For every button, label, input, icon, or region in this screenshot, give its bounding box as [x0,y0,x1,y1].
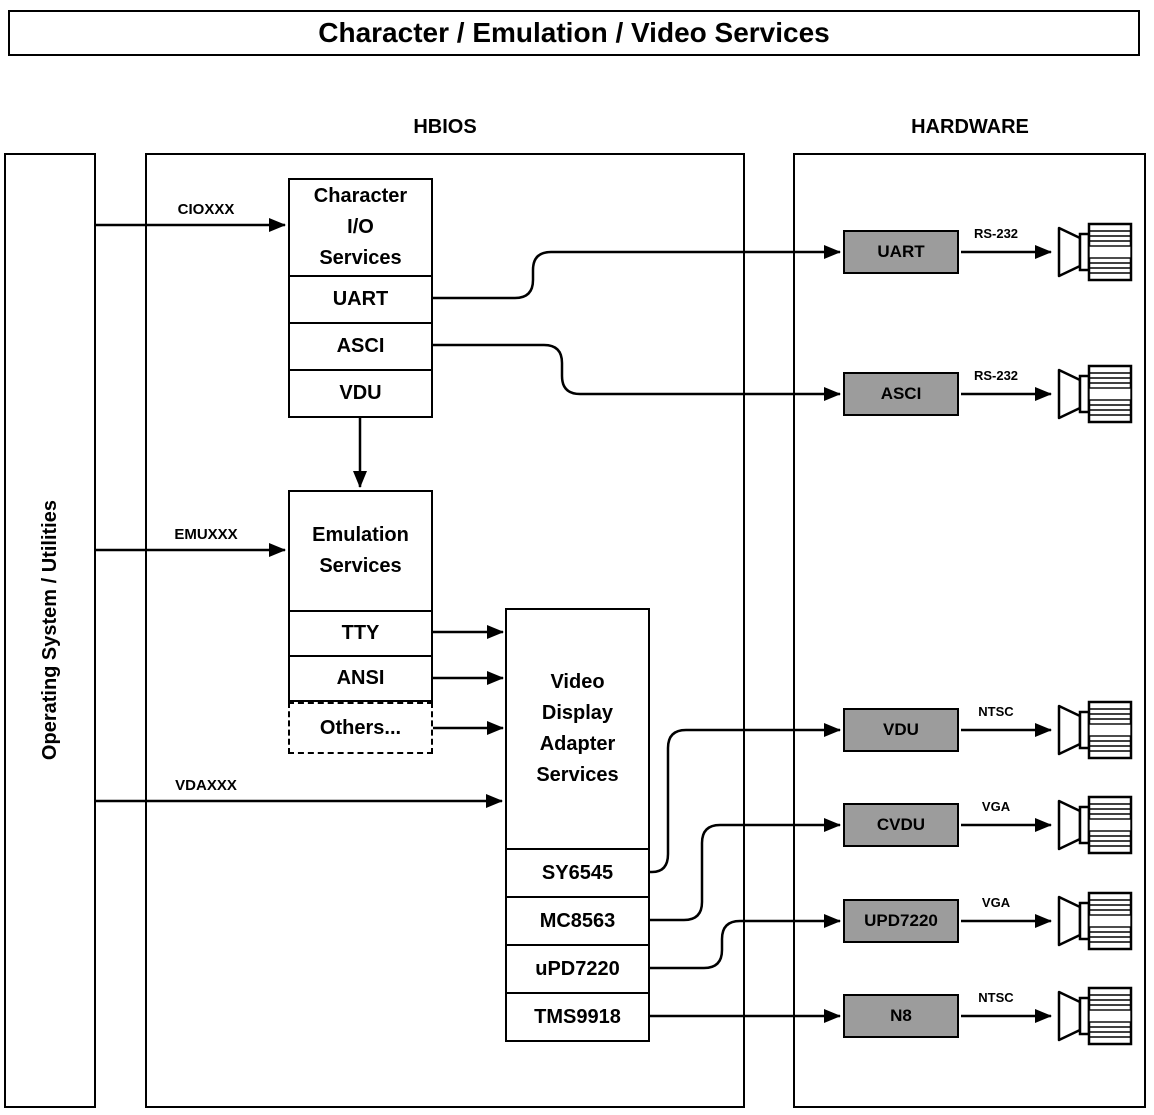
hbios-container [145,153,745,1108]
hardware-container [793,153,1146,1108]
os-utilities-box: Operating System / Utilities [4,153,96,1108]
hw-device-cvdu: CVDU [843,803,959,847]
char-io-row-uart: UART [290,275,431,322]
iface-label-vdu: NTSC [978,704,1014,719]
hw-device-asci: ASCI [843,372,959,416]
emulation-row-tty: TTY [290,610,431,655]
char-io-row-vdu: VDU [290,369,431,416]
vda-row-tms9918: TMS9918 [507,992,648,1040]
emulation-services-box: Emulation Services TTY ANSI [288,490,433,702]
hbios-section-label: HBIOS [413,116,477,138]
hw-device-n8: N8 [843,994,959,1038]
hardware-section-label: HARDWARE [911,116,1029,138]
vda-row-upd7220: uPD7220 [507,944,648,992]
cio-bus-label: CIOXXX [177,201,235,218]
iface-label-uart: RS-232 [973,226,1019,241]
vda-services-box: Video Display Adapter Services SY6545 MC… [505,608,650,1042]
emulation-row-ansi: ANSI [290,655,431,700]
vda-title: Video Display Adapter Services [536,671,619,786]
vda-bus-label: VDAXXX [175,777,237,794]
cable-connector-icon [1057,891,1133,951]
emu-bus-label: EMUXXX [174,526,238,543]
hw-device-upd7220: UPD7220 [843,899,959,943]
hw-device-uart: UART [843,230,959,274]
cable-connector-icon [1057,364,1133,424]
vda-row-sy6545: SY6545 [507,848,648,896]
cable-connector-icon [1057,222,1133,282]
hw-device-vdu: VDU [843,708,959,752]
cable-connector-icon [1057,795,1133,855]
cable-connector-icon [1057,986,1133,1046]
iface-label-asci: RS-232 [973,368,1019,383]
iface-label-upd7220: VGA [981,895,1011,910]
emulation-title: Emulation Services [312,524,409,577]
os-utilities-label: Operating System / Utilities [38,500,61,761]
diagram-title-box: Character / Emulation / Video Services [8,10,1140,56]
vda-row-mc8563: MC8563 [507,896,648,944]
cable-connector-icon [1057,700,1133,760]
char-io-services-box: Character I/O Services UART ASCI VDU [288,178,433,418]
iface-label-cvdu: VGA [981,799,1011,814]
emulation-others-box: Others... [288,702,433,754]
char-io-row-asci: ASCI [290,322,431,369]
diagram-title: Character / Emulation / Video Services [318,17,830,48]
char-io-title: Character I/O Services [313,185,408,269]
iface-label-n8: NTSC [978,990,1014,1005]
